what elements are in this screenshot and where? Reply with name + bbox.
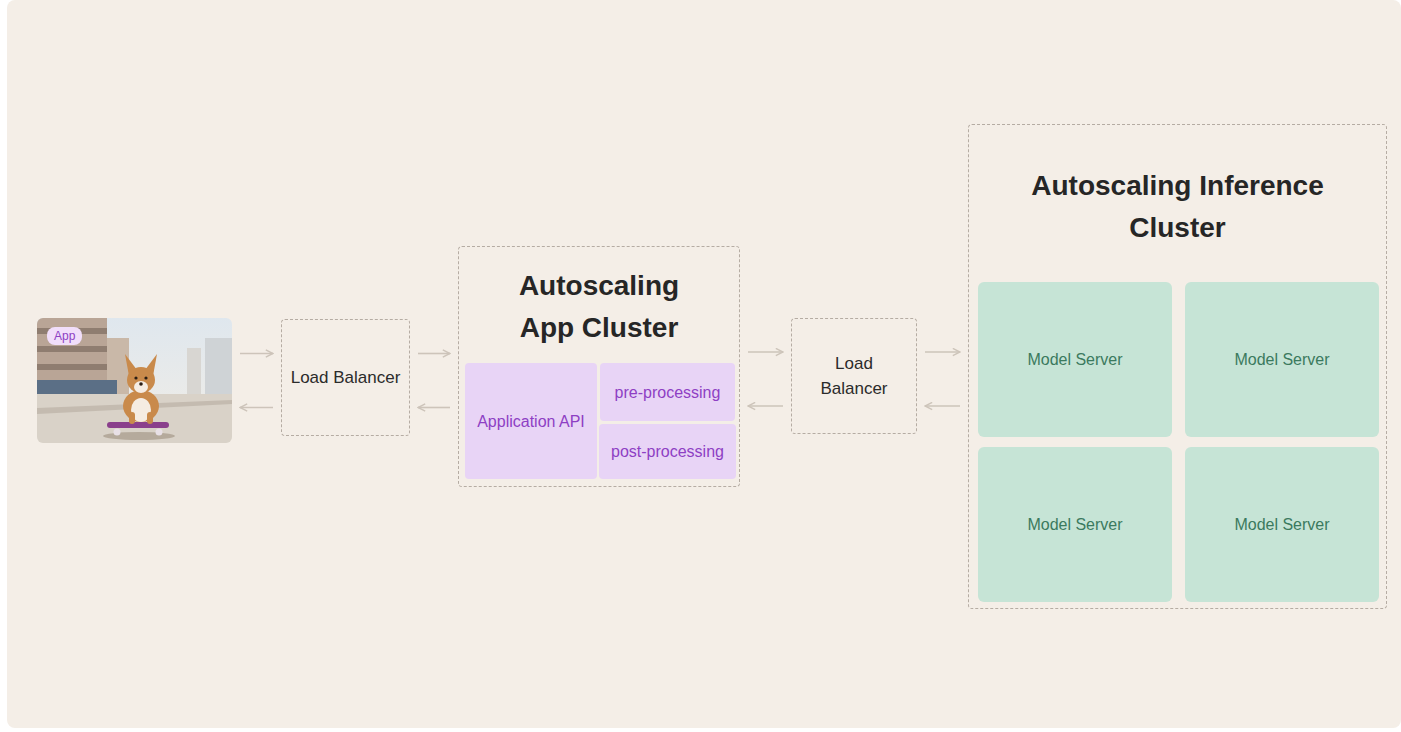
app-cluster: Autoscaling App ClusterApplication API pr… xyxy=(458,246,740,487)
model-server: Model Server xyxy=(978,282,1172,437)
node-label: Application API xyxy=(471,410,591,433)
node-label: Model Server xyxy=(1021,348,1128,372)
node-label: Load Balancer xyxy=(283,365,409,390)
flow-arrow xyxy=(240,407,273,409)
node-label: Model Server xyxy=(1228,348,1335,372)
node-label: Model Server xyxy=(1228,513,1335,537)
flow-arrow xyxy=(418,353,450,355)
flow-arrow xyxy=(748,405,783,407)
flow-arrow xyxy=(925,351,960,353)
cluster-title: Autoscaling Inference Cluster xyxy=(1013,165,1343,249)
node-label: post-processing xyxy=(605,440,730,463)
flow-arrow xyxy=(240,353,273,355)
model-server: Model Server xyxy=(1185,282,1379,437)
model-server: Model Server xyxy=(1185,447,1379,602)
node-label: Model Server xyxy=(1021,513,1128,537)
flow-arrow xyxy=(925,405,960,407)
processing-box: post-processing xyxy=(599,424,736,479)
api-box: Application API xyxy=(465,363,597,479)
node-label: Load Balancer xyxy=(792,351,916,401)
flow-arrow xyxy=(418,407,450,409)
app-screenshot: App xyxy=(37,318,232,443)
load-balancer: Load Balancer xyxy=(281,319,410,436)
model-server: Model Server xyxy=(978,447,1172,602)
node-label: App xyxy=(47,327,82,345)
inference-cluster: Autoscaling Inference ClusterModel Serve… xyxy=(968,124,1387,609)
node-label: pre-processing xyxy=(609,381,727,404)
cluster-title: Autoscaling App Cluster xyxy=(494,265,704,349)
flow-arrow xyxy=(748,351,783,353)
processing-box: pre-processing xyxy=(600,363,735,421)
load-balancer: Load Balancer xyxy=(791,318,917,434)
